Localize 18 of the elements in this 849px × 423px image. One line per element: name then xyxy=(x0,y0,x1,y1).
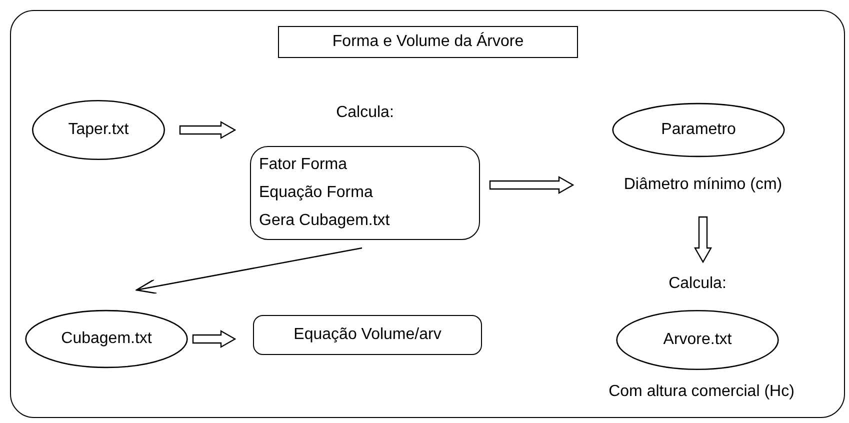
node-label: Parametro xyxy=(661,120,736,140)
block-arrow xyxy=(192,330,236,348)
list-item: Gera Cubagem.txt xyxy=(259,211,390,231)
node-label: Diâmetro mínimo (cm) xyxy=(624,175,782,195)
node-label: Cubagem.txt xyxy=(61,329,152,349)
block-arrow xyxy=(489,176,574,194)
list-item: Equação Forma xyxy=(259,183,373,203)
node-label: Equação Volume/arv xyxy=(294,325,442,345)
node-heading: Calcula: xyxy=(668,274,726,294)
block-arrow xyxy=(179,120,236,140)
title-box: Forma e Volume da Árvore xyxy=(278,26,578,58)
arrow xyxy=(136,247,362,294)
block-arrow xyxy=(694,216,712,264)
node-heading: Calcula: xyxy=(336,103,394,123)
node-caption: Com altura comercial (Hc) xyxy=(608,382,794,402)
node-label: Arvore.txt xyxy=(663,331,732,348)
node-label: Taper.txt xyxy=(68,120,129,140)
list-item: Fator Forma xyxy=(259,155,348,175)
